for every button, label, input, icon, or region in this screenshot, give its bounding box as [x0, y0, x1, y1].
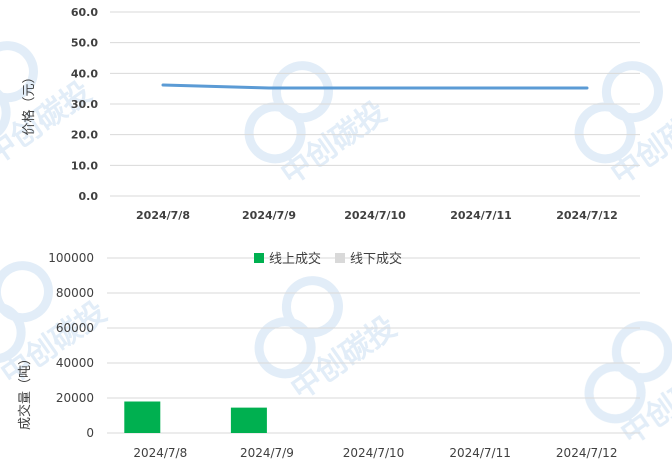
volume-y-tick: 20000: [56, 391, 94, 405]
volume-y-tick: 40000: [56, 356, 94, 370]
legend-swatch-online: [254, 253, 264, 263]
price-y-tick-labels: 0.0 10.0 20.0 30.0 40.0 50.0 60.0: [71, 6, 98, 203]
volume-x-tick: 2024/7/8: [133, 446, 187, 460]
watermark-ring: [0, 302, 26, 364]
watermark-ring: [0, 261, 53, 323]
volume-y-tick: 60000: [56, 321, 94, 335]
watermark-text: 中创碳投: [0, 75, 98, 172]
price-y-tick: 10.0: [71, 159, 98, 172]
volume-x-tick: 2024/7/9: [240, 446, 294, 460]
watermark-ring: [244, 102, 306, 164]
volume-x-tick: 2024/7/11: [449, 446, 511, 460]
price-grid: [110, 11, 640, 197]
price-y-tick: 50.0: [71, 37, 98, 50]
price-x-tick: 2024/7/12: [556, 209, 618, 222]
volume-bar: [124, 401, 161, 433]
legend-label-online: 线上成交: [269, 251, 321, 267]
volume-y-tick: 0: [86, 426, 94, 440]
volume-x-tick: 2024/7/12: [556, 446, 618, 460]
volume-x-tick-labels: 2024/7/8 2024/7/9 2024/7/10 2024/7/11 2024/7…: [133, 446, 617, 460]
volume-y-tick: 100000: [48, 251, 94, 265]
price-series-line: [161, 83, 589, 90]
watermark-ring: [611, 321, 672, 383]
price-x-tick: 2024/7/10: [344, 209, 406, 222]
watermark-ring: [0, 41, 38, 103]
legend-label-offline: 线下成交: [350, 251, 402, 267]
price-y-tick: 40.0: [71, 67, 98, 80]
price-y-tick: 20.0: [71, 129, 98, 142]
watermark-logos: 中创碳投中创碳投中创碳投中创碳投中创碳投中创碳投: [0, 41, 672, 452]
price-x-tick: 2024/7/8: [136, 209, 190, 222]
watermark-ring: [0, 82, 11, 144]
volume-grid: [107, 257, 640, 434]
watermark-ring: [601, 61, 663, 123]
volume-bars: [124, 401, 267, 433]
watermark-ring: [584, 362, 646, 424]
watermark-ring: [281, 276, 343, 338]
price-y-axis-label: 价格（元）: [21, 70, 37, 135]
price-y-tick: 60.0: [71, 6, 98, 19]
volume-y-tick: 80000: [56, 286, 94, 300]
watermark-ring: [574, 102, 636, 164]
watermark-ring: [271, 61, 333, 123]
volume-y-axis-label: 成交量（吨）: [17, 352, 33, 430]
watermark-logo: 中创碳投: [254, 276, 403, 407]
volume-y-tick-labels: 0 20000 40000 60000 80000 100000: [48, 251, 94, 440]
legend-swatch-offline: [335, 253, 345, 263]
price-y-tick: 0.0: [79, 190, 99, 203]
watermark-logo: 中创碳投: [244, 61, 393, 192]
volume-bar: [230, 407, 267, 433]
price-x-tick: 2024/7/11: [450, 209, 512, 222]
watermark-logo: 中创碳投: [574, 61, 672, 192]
price-y-tick: 30.0: [71, 98, 98, 111]
volume-legend: 线上成交 线下成交: [254, 251, 402, 267]
price-x-tick: 2024/7/9: [242, 209, 296, 222]
price-x-tick-labels: 2024/7/8 2024/7/9 2024/7/10 2024/7/11 2024/7…: [136, 209, 618, 222]
volume-x-tick: 2024/7/10: [343, 446, 405, 460]
price-series: [161, 83, 589, 90]
